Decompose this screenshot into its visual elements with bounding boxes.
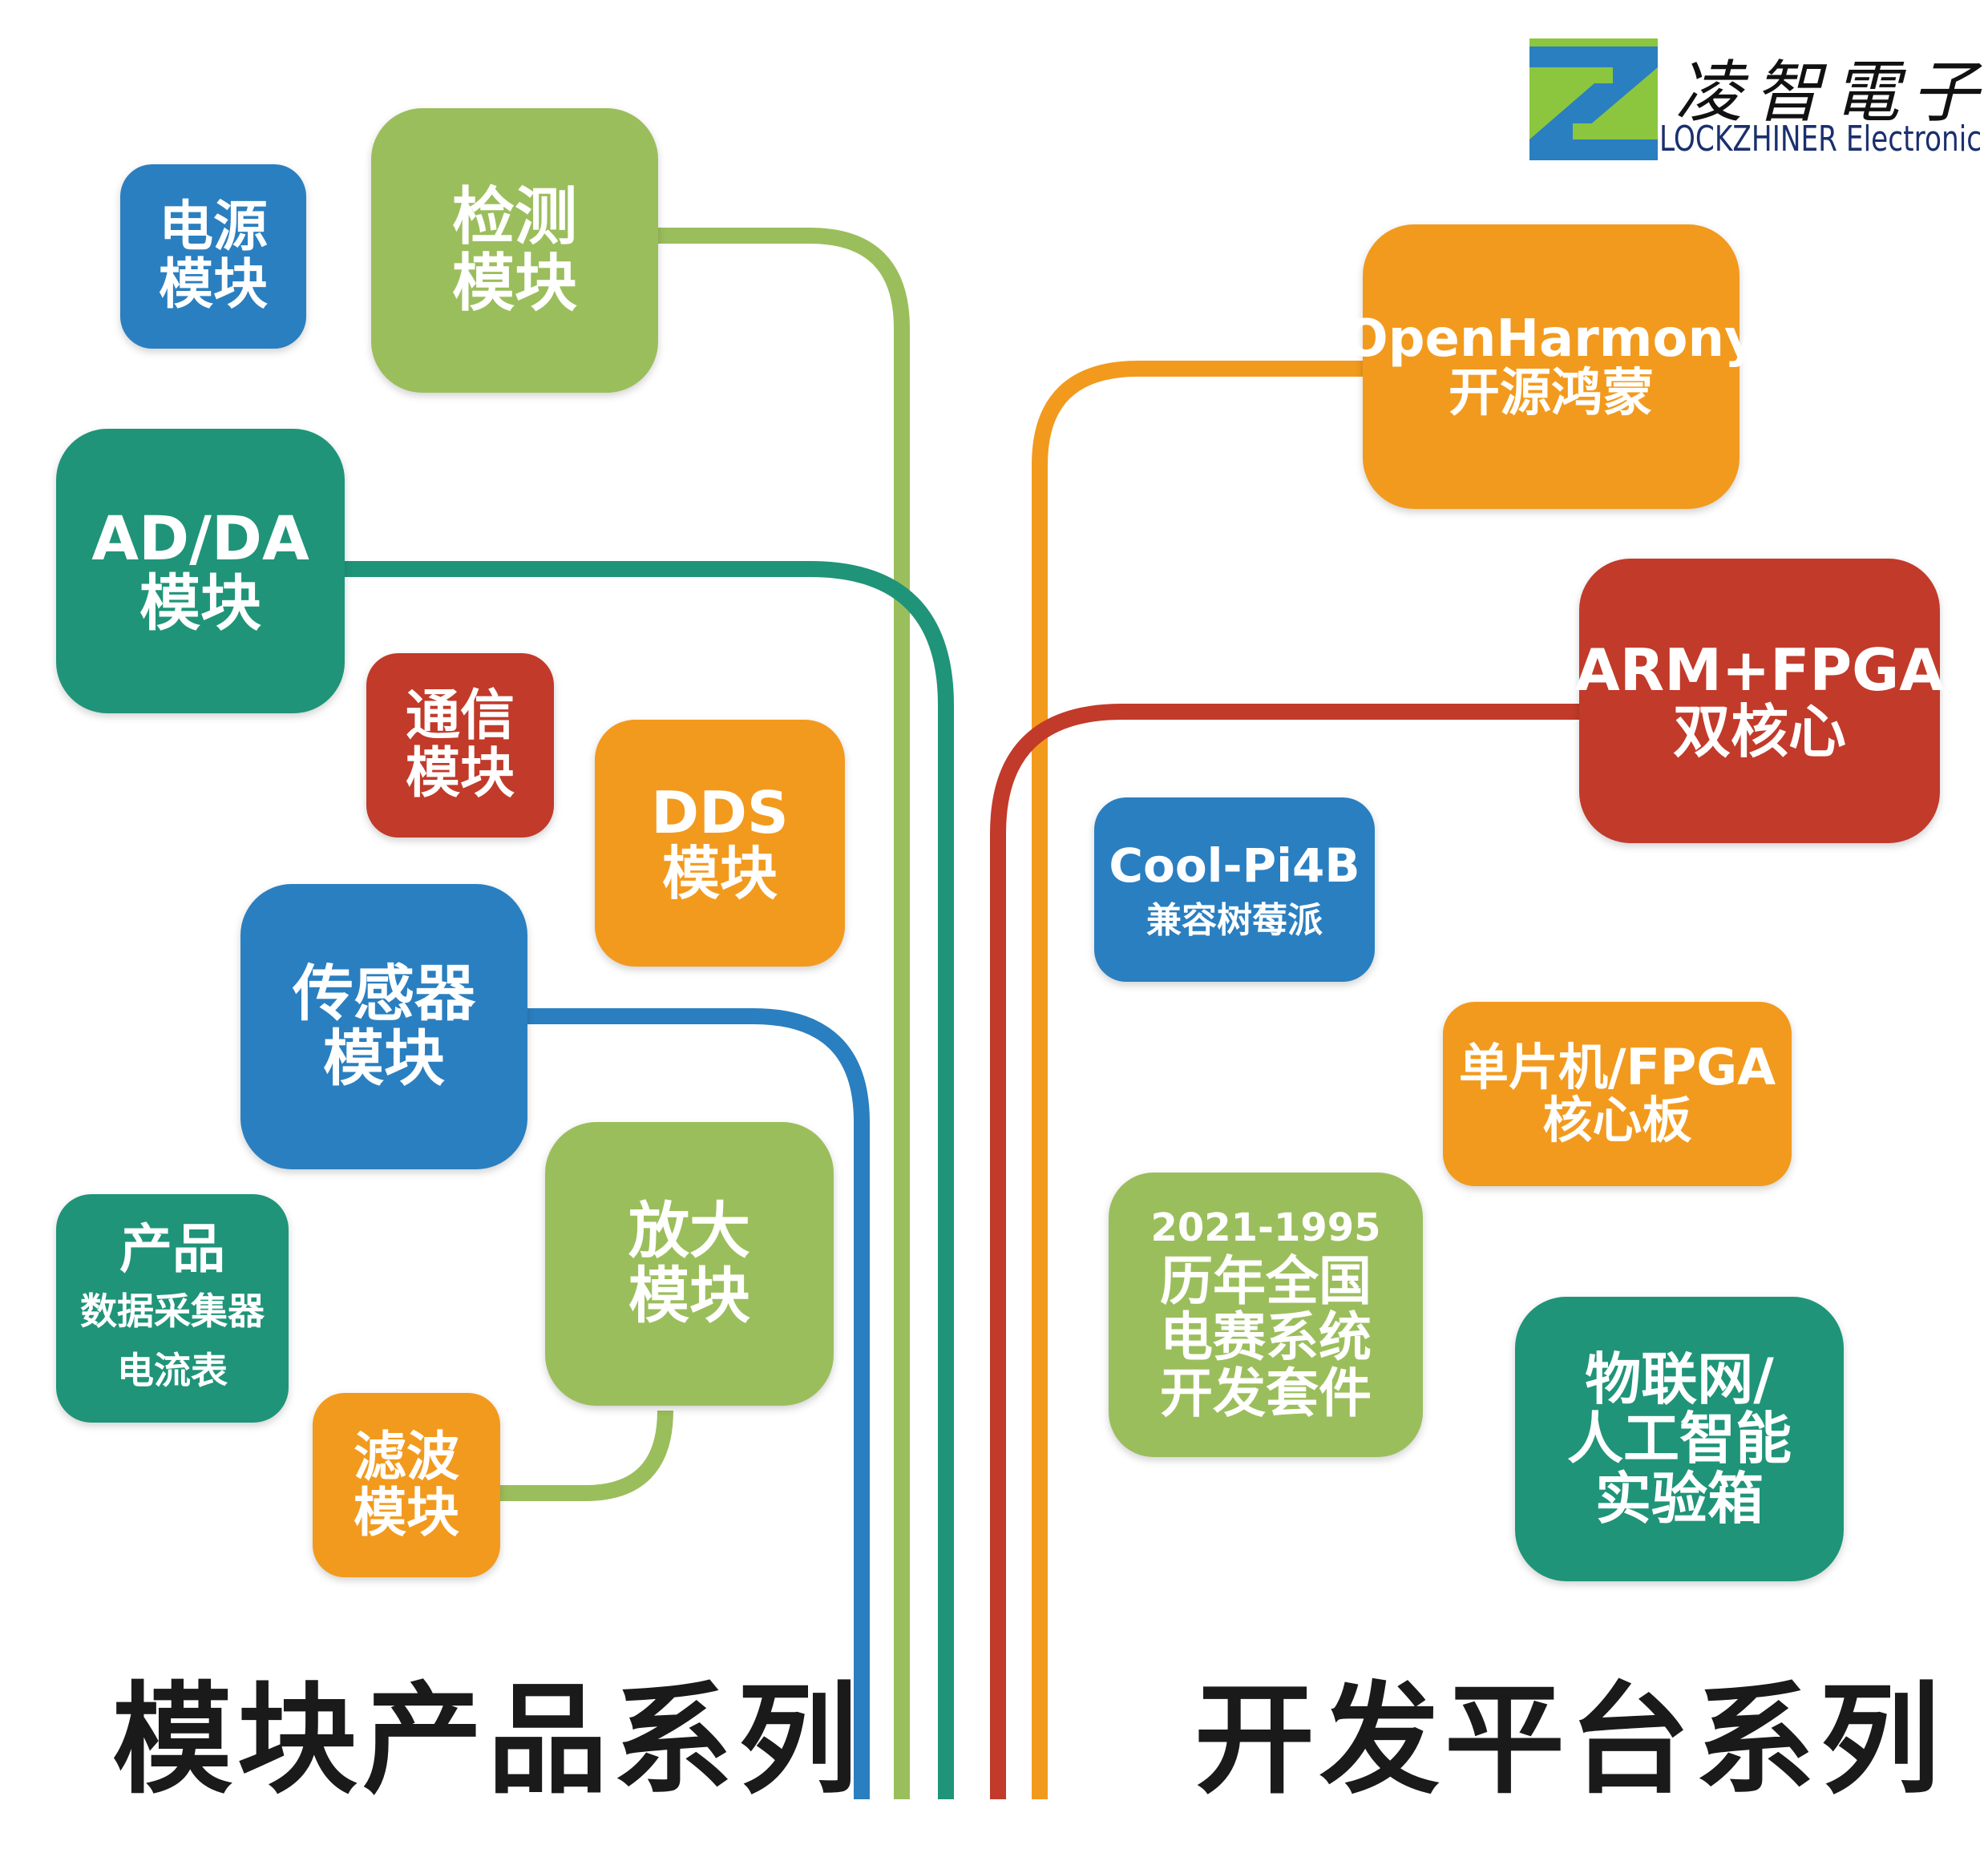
platform-openharmony[interactable]: OpenHarmony 开源鸿蒙	[1344, 224, 1758, 509]
module-power[interactable]: 电源 模块	[120, 164, 306, 349]
module-power-line-1: 电源	[158, 195, 268, 259]
platform-contest[interactable]: 2021-1995 历年全国 电赛系统 开发套件	[1109, 1173, 1423, 1457]
company-logo	[1529, 38, 1658, 160]
platform-contest-line-4: 开发套件	[1160, 1362, 1372, 1424]
line-openharmony	[1032, 361, 1363, 1799]
module-daq[interactable]: 产品 数据采集器 电流表	[56, 1194, 289, 1423]
logo-name-en: LOCKZHINER Electronic	[1659, 119, 1982, 159]
module-dds-line-2: 模块	[661, 840, 778, 907]
logo-name-cn: 凌智電子	[1675, 53, 1988, 131]
platform-contest-line-1: 2021-1995	[1150, 1205, 1381, 1251]
line-filter	[497, 1410, 673, 1501]
module-adda[interactable]: AD/DA 模块	[56, 429, 345, 713]
module-sensor-line-1: 传感器	[293, 958, 475, 1030]
platform-mcu-line-2: 核心板	[1542, 1091, 1692, 1149]
platform-mcu-line-1: 单片机/FPGA	[1458, 1038, 1776, 1097]
module-power-line-2: 模块	[158, 253, 268, 317]
platform-armfpga-line-2: 双核心	[1672, 697, 1846, 765]
line-adda	[345, 561, 954, 1799]
platform-contest-line-3: 电赛系统	[1160, 1306, 1372, 1368]
module-filter[interactable]: 滤波 模块	[313, 1393, 500, 1577]
platform-coolpi[interactable]: Cool-Pi4B 兼容树莓派	[1094, 797, 1375, 982]
platform-armfpga-line-1: ARM+FPGA	[1575, 636, 1944, 704]
module-daq-line-2: 数据采集器	[80, 1290, 265, 1334]
platform-mcu[interactable]: 单片机/FPGA 核心板	[1443, 1002, 1792, 1186]
platform-coolpi-line-2: 兼容树莓派	[1146, 900, 1323, 942]
module-amp[interactable]: 放大 模块	[545, 1122, 834, 1406]
module-comm-line-2: 模块	[405, 742, 515, 805]
platform-iot-line-3: 实验箱	[1595, 1465, 1764, 1532]
module-sensor-line-2: 模块	[323, 1023, 445, 1094]
module-daq-line-1: 产品	[119, 1217, 225, 1280]
platform-openharmony-line-2: 开源鸿蒙	[1449, 363, 1654, 423]
platform-coolpi-line-1: Cool-Pi4B	[1109, 838, 1360, 894]
line-sensor	[525, 1008, 870, 1799]
platform-iot-line-1: 物联网/	[1585, 1346, 1774, 1413]
platform-openharmony-line-1: OpenHarmony	[1344, 309, 1758, 369]
module-filter-line-2: 模块	[354, 1482, 459, 1544]
platform-iot-line-2: 人工智能	[1567, 1406, 1792, 1472]
platform-armfpga[interactable]: ARM+FPGA 双核心	[1575, 559, 1944, 843]
right-series-title: 开发平台系列	[1194, 1671, 1946, 1810]
module-dds[interactable]: DDS 模块	[595, 720, 845, 967]
platform-iot[interactable]: 物联网/ 人工智能 实验箱	[1515, 1297, 1844, 1581]
module-amp-line-2: 模块	[628, 1260, 750, 1331]
module-filter-line-1: 滤波	[354, 1426, 459, 1488]
module-adda-line-1: AD/DA	[91, 502, 309, 574]
module-detect[interactable]: 检测 模块	[371, 108, 658, 393]
module-adda-line-2: 模块	[139, 567, 261, 639]
module-dds-line-1: DDS	[651, 778, 789, 846]
left-series-title: 模块产品系列	[112, 1671, 863, 1810]
module-detect-line-2: 模块	[451, 247, 577, 320]
module-detect-line-1: 检测	[451, 180, 577, 253]
module-amp-line-1: 放大	[628, 1195, 750, 1267]
line-detect	[657, 228, 910, 1799]
module-daq-line-3: 电流表	[117, 1348, 228, 1392]
module-sensor[interactable]: 传感器 模块	[240, 884, 527, 1169]
module-comm-line-1: 通信	[405, 684, 515, 748]
module-comm[interactable]: 通信 模块	[366, 653, 554, 838]
platform-contest-line-2: 历年全国	[1160, 1250, 1372, 1312]
line-armfpga	[990, 704, 1579, 1799]
